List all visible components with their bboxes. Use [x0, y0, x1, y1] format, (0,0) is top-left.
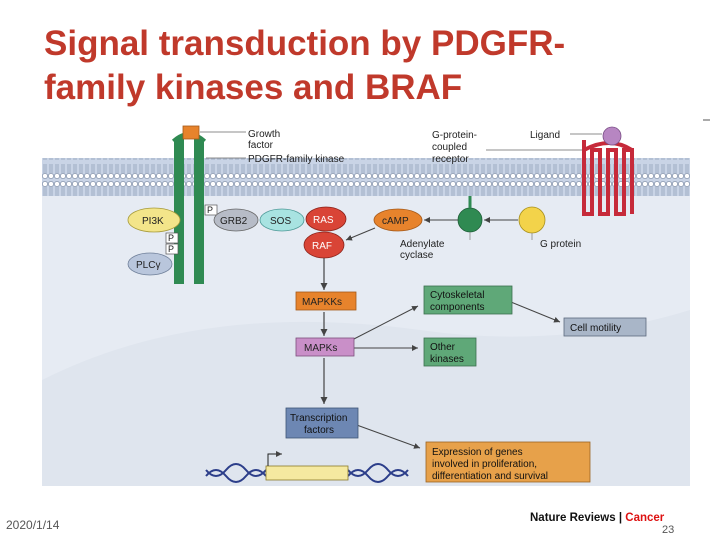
cell-motility-box: [563, 317, 647, 337]
cytoskeletal-label: Cytoskeletal: [430, 290, 484, 301]
raf-label: RAF: [312, 241, 332, 252]
ras-label: RAS: [313, 215, 334, 226]
ras-node: [305, 206, 347, 232]
receptor-chain-left: [174, 138, 184, 284]
page-number: 23: [662, 524, 675, 536]
mapkks-label: MAPKKs: [302, 297, 342, 308]
ligand-label: Ligand: [530, 130, 560, 141]
pi3k-node: [127, 207, 181, 233]
title-line-1: Signal transduction by PDGFR-: [44, 24, 566, 63]
transcription-factors-box: [285, 407, 359, 439]
expression-line-3: differentiation and survival: [432, 471, 548, 482]
phosphate-1: P: [207, 205, 213, 215]
plcg-node: [127, 252, 173, 276]
plcg-label: PLCγ: [136, 260, 160, 271]
expression-line-1: Expression of genes: [432, 447, 523, 458]
gpcr-label-2: coupled: [432, 142, 467, 153]
gpcr-label-3: receptor: [432, 154, 469, 165]
footer-date: 2020/1/14: [6, 518, 60, 532]
camp-node: [373, 208, 423, 232]
cytoskeletal-box: [423, 285, 513, 315]
g-protein-node: [518, 206, 546, 234]
transcription-start-arrow: [267, 451, 282, 466]
components-label: components: [430, 302, 484, 313]
cyclase-label: cyclase: [400, 250, 434, 261]
gene-region: [265, 465, 349, 481]
sos-label: SOS: [270, 216, 291, 227]
mapks-box: [295, 337, 355, 357]
camp-label: cAMP: [382, 216, 409, 227]
receptor-chain-right: [194, 138, 204, 284]
cell-motility-label: Cell motility: [570, 323, 621, 334]
sos-node: [259, 208, 305, 232]
pi3k-label: PI3K: [142, 216, 164, 227]
dna-helix: [205, 463, 409, 483]
brand-cancer: Cancer: [625, 512, 665, 524]
gpcr-label-1: G-protein-: [432, 130, 477, 141]
gpcr-ligand: [602, 126, 622, 146]
growth-factor-label-2: factor: [248, 140, 274, 151]
adenylate-label: Adenylate: [400, 239, 445, 250]
mapks-label: MAPKs: [304, 343, 337, 354]
slide-title: Signal transduction by PDGFR- family kin…: [44, 22, 684, 110]
expression-line-2: involved in proliferation,: [432, 459, 537, 470]
grb2-node: [213, 208, 259, 232]
publisher-brand: Nature Reviews | Cancer: [530, 512, 664, 524]
mapkks-box: [295, 291, 357, 311]
growth-factor-ligand: [182, 125, 200, 140]
gene-expression-box: [425, 441, 591, 483]
gpcr-receptor: [582, 140, 634, 216]
transcription-label: Transcription: [290, 413, 347, 424]
g-protein-label: G protein: [540, 239, 581, 250]
factors-label: factors: [304, 425, 334, 436]
adenylate-cyclase-node: [457, 207, 483, 233]
grb2-label: GRB2: [220, 216, 248, 227]
brand-journal: Nature Reviews |: [530, 512, 626, 524]
phosphate-2: P: [168, 233, 174, 243]
kinases-label: kinases: [430, 354, 464, 365]
phosphate-3: P: [168, 244, 174, 254]
pdgfr-kinase-label: PDGFR-family kinase: [248, 154, 345, 165]
growth-factor-label: Growth: [248, 129, 280, 140]
other-kinases-box: [423, 337, 477, 367]
title-line-2: family kinases and BRAF: [44, 68, 463, 107]
other-label: Other: [430, 342, 456, 353]
